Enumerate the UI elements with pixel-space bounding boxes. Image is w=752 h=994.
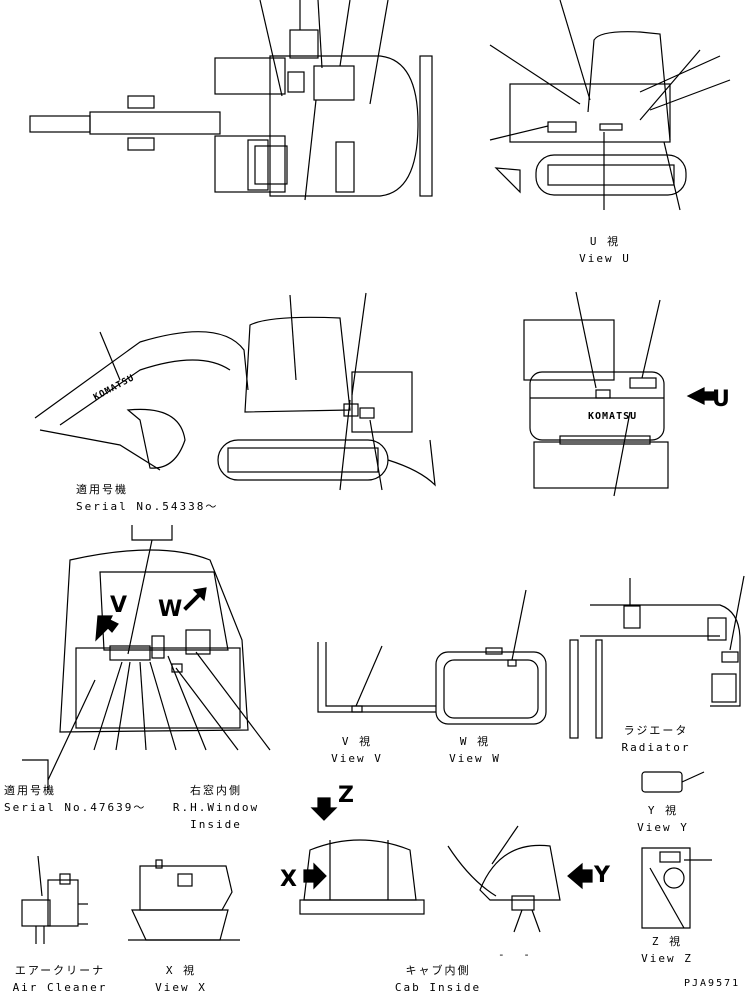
rh-window-jp-label: 右窓内側 (190, 784, 242, 797)
view-w-en-label: View W (449, 752, 501, 765)
view-y-jp-label: Y 視 (647, 804, 679, 817)
arrow-z-letter: Z (338, 783, 354, 808)
serial-b-en-label: Serial No.47639～ (4, 801, 147, 814)
cab-inside-drawing (299, 797, 425, 915)
serial-a-en-label: Serial No.54338～ (76, 500, 219, 513)
view-x-en-label: View X (155, 981, 207, 994)
arrow-y-letter: Y (594, 863, 610, 888)
arrow-x-letter: X (280, 867, 297, 892)
view-z-en-label: View Z (641, 952, 693, 965)
view-z-drawing (641, 847, 712, 929)
rh-window-en1-label: R.H.Window (172, 801, 260, 814)
arrow-y-icon (567, 862, 593, 890)
view-u-jp-label: U 視 (589, 235, 621, 248)
view-v-jp-label: V 視 (341, 735, 373, 748)
top-view-excavator (29, 0, 433, 201)
brand-logo-rear: KOMATSU (588, 411, 638, 422)
radiator-en-label: Radiator (621, 741, 691, 754)
air-cleaner-jp-label: エアークリーナ (14, 964, 106, 977)
view-v-drawing (317, 642, 436, 713)
arrow-u-icon (686, 387, 715, 405)
view-z-jp-label: Z 視 (651, 935, 683, 948)
radiator-jp-label: ラジエータ (623, 724, 689, 737)
rear-view-excavator (523, 291, 715, 497)
cab-inside-jp-label: キャブ内側 (405, 964, 471, 977)
air-cleaner-drawing (21, 855, 88, 944)
view-y-drawing (641, 771, 705, 793)
view-w-jp-label: W 視 (459, 735, 491, 748)
dash-marks: - - (498, 948, 536, 961)
radiator-drawing (569, 575, 745, 739)
arrow-u-letter: U (712, 387, 730, 412)
cab-inside-en-label: Cab Inside (394, 981, 482, 994)
arrow-v-icon (95, 615, 119, 642)
side-view-excavator (34, 292, 436, 491)
arrow-x-icon (303, 862, 327, 890)
view-u-drawing (489, 0, 731, 211)
view-x-drawing (128, 859, 240, 941)
drawing-code: PJA9571 (684, 978, 741, 989)
view-u-en-label: View U (579, 252, 631, 265)
view-v-en-label: View V (331, 752, 383, 765)
view-x-jp-label: X 視 (165, 964, 197, 977)
arrow-w-letter: W (158, 597, 183, 622)
arrow-v-letter: V (110, 593, 128, 618)
serial-a-jp-label: 適用号機 (76, 483, 128, 496)
arrow-z-icon (310, 797, 338, 821)
rh-window-en2-label: Inside (190, 818, 242, 831)
view-y-en-label: View Y (637, 821, 689, 834)
serial-b-jp-label: 適用号機 (4, 784, 56, 797)
cab-interior-drawing (22, 525, 271, 790)
view-w-drawing (435, 589, 547, 725)
air-cleaner-en-label: Air Cleaner (12, 981, 108, 994)
cab-inside-right-drawing (447, 825, 593, 933)
arrow-w-icon (183, 587, 207, 611)
